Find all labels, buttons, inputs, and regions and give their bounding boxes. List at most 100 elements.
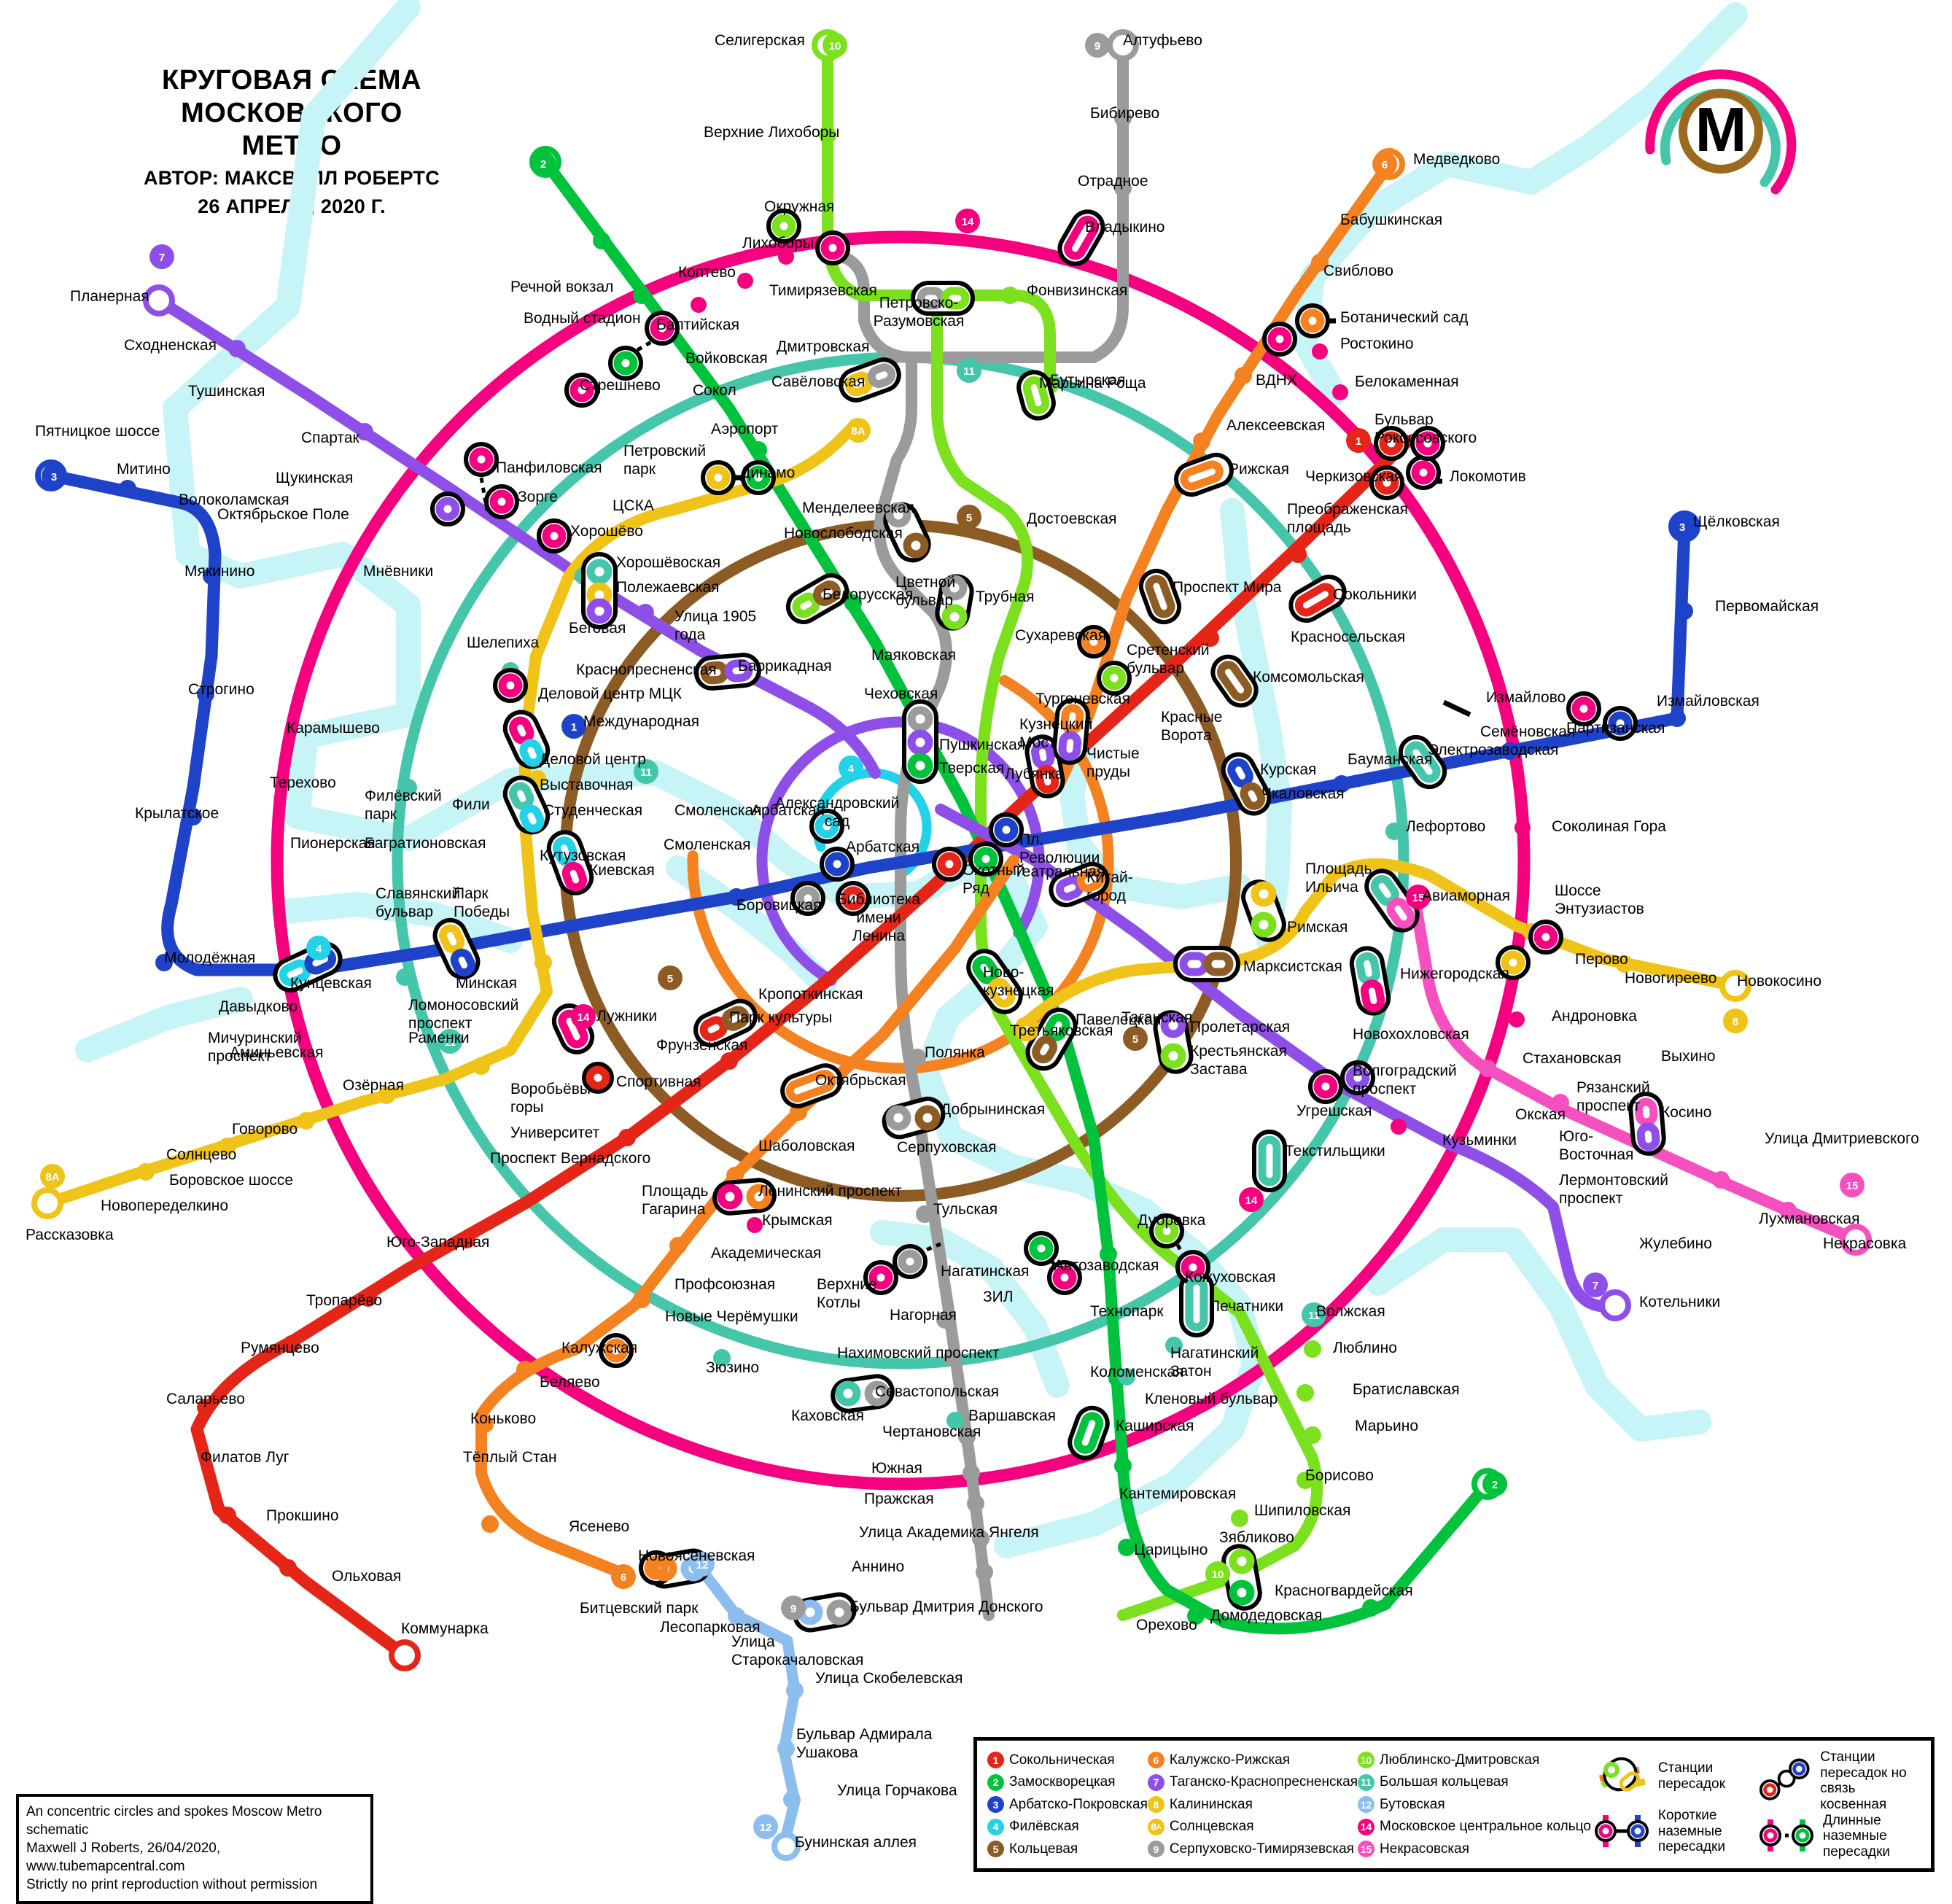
station-label[interactable]: Полежаевская (616, 579, 720, 596)
station-label[interactable]: Терехово (270, 774, 336, 791)
station-label[interactable]: Арбатская (846, 839, 919, 855)
station-label[interactable]: Зябликово (1219, 1529, 1294, 1546)
station-label[interactable]: Сокол (693, 382, 736, 399)
station-label[interactable]: Чеховская (864, 685, 938, 702)
station-label[interactable]: Новокосино (1737, 973, 1821, 990)
station-label[interactable]: Панфиловская (496, 459, 602, 476)
station-label[interactable]: Перово (1575, 951, 1628, 968)
station-label[interactable]: Парк культуры (729, 1009, 832, 1026)
station-label[interactable]: Студенческая (543, 802, 642, 819)
station-label[interactable]: Тургеневская (1035, 691, 1130, 707)
station-label[interactable]: Курская (1260, 761, 1316, 778)
station-label[interactable]: Тимирязевская (769, 282, 877, 299)
station-label[interactable]: Павелецкая (1076, 1011, 1161, 1028)
station-label[interactable]: Балтийская (656, 316, 739, 333)
station-label[interactable]: Краснопресненская (576, 661, 717, 678)
station-label[interactable]: Кленовый бульвар (1145, 1391, 1278, 1407)
station-label[interactable]: Владыкино (1085, 219, 1164, 236)
station-label[interactable]: Октябрьское Поле (217, 506, 349, 523)
station-label[interactable]: Смоленская (664, 836, 751, 853)
station-label[interactable]: Мякинино (184, 563, 254, 580)
station-label[interactable]: Лефортово (1406, 818, 1485, 835)
station-label[interactable]: Ново-кузнецкая (983, 964, 1054, 999)
station-label[interactable]: Жулебино (1639, 1235, 1712, 1252)
station-label[interactable]: Шелепиха (467, 634, 540, 651)
station-label[interactable]: Селигерская (715, 32, 805, 49)
station-label[interactable]: Каширская (1116, 1418, 1194, 1434)
station-label[interactable]: Хорошёвоская (616, 554, 720, 571)
station-label[interactable]: Котельники (1639, 1294, 1720, 1310)
station-label[interactable]: Рижская (1229, 461, 1289, 478)
station-label[interactable]: Новопеределкино (101, 1197, 228, 1214)
station-label[interactable]: Серпуховская (897, 1139, 996, 1156)
station-label[interactable]: Деловой центр МЦК (538, 685, 683, 702)
station-label[interactable]: Стахановская (1523, 1050, 1622, 1067)
station-label[interactable]: Пражская (864, 1491, 934, 1507)
station-label[interactable]: Молодёжная (164, 949, 255, 966)
station-label[interactable]: Зюзино (706, 1359, 759, 1376)
station-label[interactable]: Лихоборы (742, 235, 814, 252)
station-label[interactable]: Дубровка (1138, 1212, 1206, 1229)
station-label[interactable]: ВДНХ (1256, 372, 1297, 389)
station-label[interactable]: Полянка (925, 1044, 985, 1061)
station-label[interactable]: Минская (456, 975, 517, 992)
station-label[interactable]: Юго-Восточная (1559, 1128, 1633, 1163)
station-label[interactable]: Проспект Вернадского (490, 1150, 650, 1167)
station-label[interactable]: Первомайская (1715, 598, 1819, 615)
station-label[interactable]: Новые Черёмушки (665, 1308, 798, 1325)
station-label[interactable]: Кожуховская (1185, 1269, 1276, 1286)
station-label[interactable]: Андроновка (1552, 1008, 1637, 1025)
station-label[interactable]: Новоясеневская (638, 1547, 755, 1564)
station-label[interactable]: Южная (871, 1460, 922, 1477)
station-label[interactable]: Лесопарковая (660, 1619, 761, 1636)
station-label[interactable]: Печатники (1209, 1298, 1283, 1315)
station-label[interactable]: Крылатское (135, 805, 219, 822)
station-label[interactable]: Смоленская (674, 802, 762, 819)
station-label[interactable]: Свиблово (1323, 263, 1393, 279)
station-label[interactable]: Беговая (569, 620, 626, 637)
station-label[interactable]: Планерная (70, 288, 149, 305)
station-label[interactable]: Крымская (762, 1212, 833, 1229)
station-label[interactable]: Щукинская (276, 470, 353, 486)
station-label[interactable]: Проспект Мира (1173, 579, 1282, 596)
station-label[interactable]: Маяковская (871, 647, 956, 664)
station-label[interactable]: Коломенская (1090, 1364, 1184, 1380)
station-label[interactable]: Говорово (232, 1121, 298, 1138)
station-label[interactable]: Белокаменная (1355, 373, 1459, 390)
station-label[interactable]: Хорошёво (570, 523, 643, 540)
station-label[interactable]: Спортивная (616, 1073, 701, 1090)
station-label[interactable]: Чкаловская (1261, 785, 1345, 802)
station-label[interactable]: Баррикадная (738, 658, 832, 675)
station-label[interactable]: Текстильщики (1285, 1143, 1385, 1159)
station-label[interactable]: Спартак (301, 430, 359, 446)
station-label[interactable]: Медведково (1413, 151, 1500, 168)
station-label[interactable]: Речной вокзал (510, 279, 613, 295)
station-label[interactable]: Красногвардейская (1275, 1582, 1413, 1599)
station-label[interactable]: Тёплый Стан (463, 1449, 557, 1466)
station-label[interactable]: Коньково (470, 1410, 536, 1427)
station-label[interactable]: Кутузовская (540, 847, 626, 864)
station-label[interactable]: Солнцево (166, 1146, 236, 1163)
station-label[interactable]: Филатов Луг (201, 1449, 289, 1466)
station-label[interactable]: Савёловская (771, 373, 865, 390)
station-label[interactable]: Нагорная (890, 1307, 957, 1324)
station-label[interactable]: Пятницкое шоссе (35, 423, 160, 440)
station-label[interactable]: Коммунарка (401, 1620, 489, 1637)
station-label[interactable]: Университет (510, 1124, 600, 1141)
station-label[interactable]: Ольховая (332, 1568, 401, 1585)
